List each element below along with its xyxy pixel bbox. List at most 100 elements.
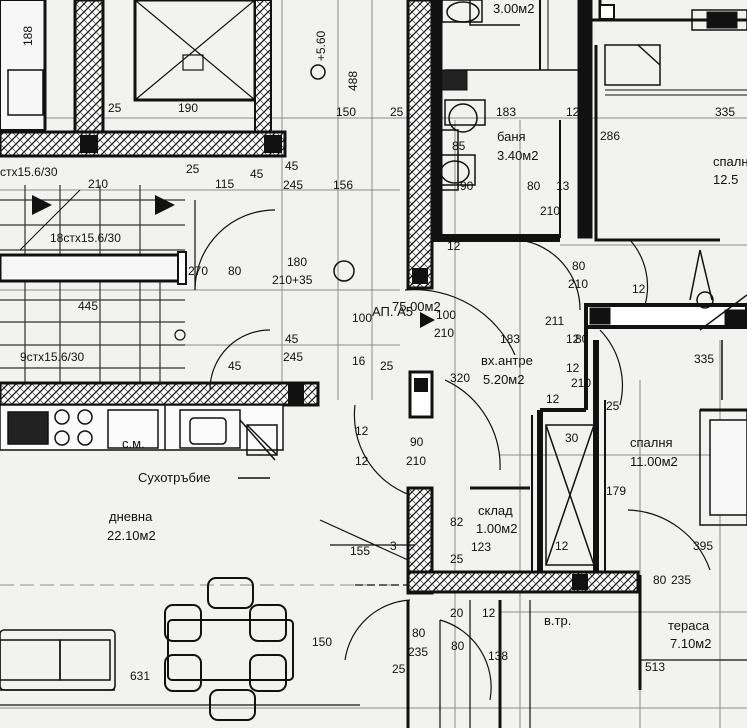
dim-80b: 80 xyxy=(572,259,586,273)
stair-mid-label: 18стх15.6/30 xyxy=(50,231,121,245)
hall-wardrobe xyxy=(545,424,595,566)
dim-183a: 183 xyxy=(496,105,517,119)
dim-138: 138 xyxy=(488,649,509,663)
dim-513: 513 xyxy=(645,660,666,674)
dim-25e: 25 xyxy=(450,552,464,566)
dim-25f: 25 xyxy=(392,662,406,676)
dim-155: 155 xyxy=(350,544,371,558)
dim-100b: 100 xyxy=(436,308,457,322)
dryer-riser xyxy=(238,424,278,479)
dim-3: 3 xyxy=(390,539,397,553)
dim-25c: 25 xyxy=(380,359,394,373)
terrace-area: 7.10м2 xyxy=(670,636,712,651)
dim-320: 320 xyxy=(450,371,471,385)
dim-188: 188 xyxy=(21,25,36,47)
bath-area: 3.40м2 xyxy=(497,148,539,163)
dim-12d: 12 xyxy=(566,361,580,375)
dim-286: 286 xyxy=(600,129,621,143)
dim-80g: 80 xyxy=(451,639,465,653)
dim-190: 190 xyxy=(178,101,199,115)
dim-80d: 80 xyxy=(575,332,589,346)
dim-12f: 12 xyxy=(546,392,560,406)
dim-210e: 210 xyxy=(406,454,427,468)
dim-183b: 183 xyxy=(500,332,521,346)
dim-631: 631 xyxy=(130,669,151,683)
dim-150: 150 xyxy=(336,105,357,119)
dim-85: 85 xyxy=(452,139,466,153)
dim-210d: 210 xyxy=(571,376,592,390)
bathroom-walls xyxy=(431,0,580,242)
dim-80f: 80 xyxy=(412,626,426,640)
entry-arrow-icon xyxy=(420,312,435,328)
bedroom2-name: спалня xyxy=(630,435,673,450)
dim-210b: 210 xyxy=(568,277,589,291)
dim-335b: 335 xyxy=(694,352,715,366)
dim-12g: 12 xyxy=(555,539,569,553)
bedroom1-area: 12.5 xyxy=(713,172,739,187)
door-swings xyxy=(194,200,711,701)
dim-80e: 80 xyxy=(653,573,667,587)
dim-12a: 12 xyxy=(566,105,580,119)
dim-100a: 100 xyxy=(352,311,373,325)
dim-45c: 45 xyxy=(285,332,299,346)
dim-211: 211 xyxy=(545,314,565,328)
stair-arrow-icon xyxy=(155,195,175,215)
dim-210c: 210 xyxy=(434,326,455,340)
storage-area: 1.00м2 xyxy=(476,521,518,536)
wall-storage-bottom xyxy=(406,570,640,594)
dim-156: 156 xyxy=(333,178,354,192)
shaft-label: в.тр. xyxy=(544,613,572,628)
bedroom1-name: спалн xyxy=(713,154,747,169)
dim-115: 115 xyxy=(215,177,235,191)
bath-name: баня xyxy=(497,129,526,144)
dim-210-stair: 210 xyxy=(88,177,109,191)
dim-179: 179 xyxy=(606,484,627,498)
wall-central xyxy=(406,0,434,290)
dim-45a: 45 xyxy=(285,159,299,173)
hall-name: вх.антре xyxy=(481,353,533,368)
stair-top-label: стх15.6/30 xyxy=(0,165,58,179)
dim-210a: 210 xyxy=(540,204,561,218)
dim-12e: 12 xyxy=(566,332,580,346)
dim-150b: 150 xyxy=(312,635,333,649)
dim-235a: 235 xyxy=(671,573,692,587)
dim-180: 180 xyxy=(287,255,308,269)
dim-270: 270 xyxy=(188,264,209,278)
dim-80c: 80 xyxy=(228,264,242,278)
dim-80a: 80 xyxy=(527,179,541,193)
storage-name: склад xyxy=(478,503,513,518)
hall-area: 5.20м2 xyxy=(483,372,525,387)
dim-25g: 25 xyxy=(186,162,200,176)
elevation-label: +5.60 xyxy=(314,30,329,62)
dim-25b: 25 xyxy=(390,105,404,119)
dim-16: 16 xyxy=(352,354,366,368)
dim-210-35: 210+35 xyxy=(272,273,313,287)
dim-25: 25 xyxy=(108,101,122,115)
dim-30: 30 xyxy=(565,431,579,445)
top-left-block xyxy=(0,0,272,142)
cs-marker-icon xyxy=(333,260,355,282)
living-area: 22.10м2 xyxy=(107,528,156,543)
dim-12b: 12 xyxy=(447,239,461,253)
dim-90a: 90 xyxy=(460,179,474,193)
sofa xyxy=(0,629,116,691)
dryer-label: Сухотръбие xyxy=(138,470,211,485)
dim-245b: 245 xyxy=(283,350,304,364)
dim-45d: 45 xyxy=(228,359,242,373)
terrace-name: тераса xyxy=(668,618,710,633)
dim-12i: 12 xyxy=(355,454,369,468)
wall-main-left xyxy=(0,381,320,407)
dim-90b: 90 xyxy=(410,435,424,449)
dim-82: 82 xyxy=(450,515,464,529)
apartment-code: АП. А5 xyxy=(372,304,413,319)
stair-handrail xyxy=(0,253,187,283)
dim-13: 13 xyxy=(556,179,570,193)
dim-45e: 45 xyxy=(250,167,264,181)
dining-set xyxy=(164,577,294,721)
washer-label: с.м. xyxy=(122,436,145,451)
misc-lines xyxy=(0,519,747,728)
bedroom-walls xyxy=(577,0,747,242)
dim-395: 395 xyxy=(693,539,714,553)
apartment-area: 75.00м2 xyxy=(392,299,441,314)
